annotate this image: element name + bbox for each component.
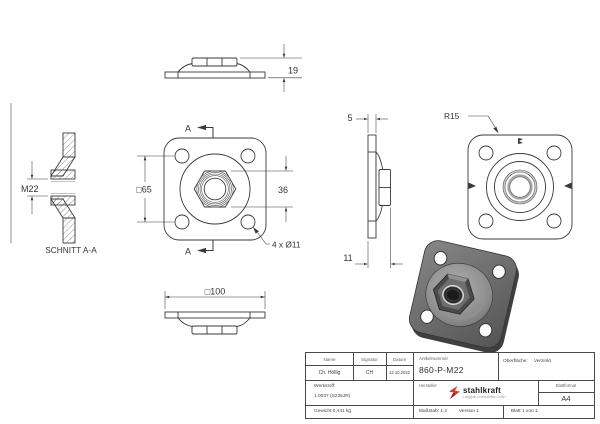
weld-mark-right (564, 182, 572, 189)
dim-holes-4x11: 4 x Ø11 (272, 240, 301, 250)
datum-header: Datum (392, 356, 407, 362)
blattformat-value: A4 (561, 393, 571, 403)
section-view: M22 SCHNITT A-A (10, 103, 97, 255)
signatur-value: CH (365, 369, 374, 376)
divider (498, 353, 499, 380)
divider (413, 353, 414, 418)
plan-view: A A □65 36 4 x Ø11 (136, 124, 301, 257)
section-letter-bottom: A (185, 247, 191, 257)
divider (306, 365, 413, 366)
blatt-value: Blatt 1 von 1 (511, 409, 538, 414)
massstab-value: Maßstab: 1:2 (419, 409, 447, 414)
top-elevation-view: 19 (164, 44, 302, 92)
divider (306, 380, 594, 381)
dim-width-100: □100 (205, 287, 225, 297)
gewicht-value: Gewicht 0,441 kg (314, 409, 352, 414)
dim-nut-width-36: 36 (278, 185, 288, 195)
dim-radius-r15: R15 (444, 111, 460, 121)
logo-text: stahlkraft (463, 385, 502, 395)
oberflaeche-value: Verzinkt (533, 358, 551, 364)
divider (306, 405, 594, 406)
hersteller-label: Hersteller (419, 382, 437, 388)
stahlkraft-logo: stahlkraft Langguth Großhandels GmbH (449, 386, 506, 400)
version-value: Version 1 (459, 409, 480, 414)
title-block: Name Signatur Datum Ch. Höllig CH 12.10.… (305, 352, 595, 419)
section-view-label: SCHNITT A-A (45, 245, 97, 255)
bottom-elevation-view: □100 (164, 287, 266, 335)
name-value: Ch. Höllig (318, 369, 341, 376)
back-view: R15 (444, 111, 573, 240)
artikelnummer-value: 860-P-M22 (419, 365, 464, 375)
artikelnummer-header: Artikelnummer (419, 355, 449, 361)
oberflaeche-label: Oberfläche: (503, 358, 528, 364)
werkstoff-value: 1.0037 (S235JR) (314, 394, 351, 399)
iso-render (408, 240, 519, 353)
weld-mark-top (518, 138, 523, 144)
divider (353, 353, 354, 380)
blattformat-header: Blattformat (555, 383, 577, 388)
name-header: Name (323, 356, 336, 362)
section-letter-top: A (185, 124, 191, 134)
dim-thread-m22: M22 (21, 184, 39, 194)
dim-height-19: 19 (288, 66, 298, 76)
dim-total-11: 11 (343, 253, 352, 263)
dim-plate-5: 5 (347, 113, 352, 123)
signatur-header: Signatur (361, 356, 378, 362)
side-profile-view: 5 11 (343, 113, 403, 268)
divider (538, 380, 539, 405)
stahlkraft-logo-icon (449, 386, 460, 399)
divider (386, 353, 387, 380)
divider (503, 405, 504, 418)
dim-hole-spacing-65: □65 (136, 185, 151, 195)
datum-value: 12.10.2022 (389, 370, 410, 375)
werkstoff-label: Werkstoff: (314, 384, 336, 389)
weld-mark-left (468, 182, 476, 189)
logo-tagline: Langguth Großhandels GmbH (463, 394, 506, 399)
divider (538, 391, 594, 393)
